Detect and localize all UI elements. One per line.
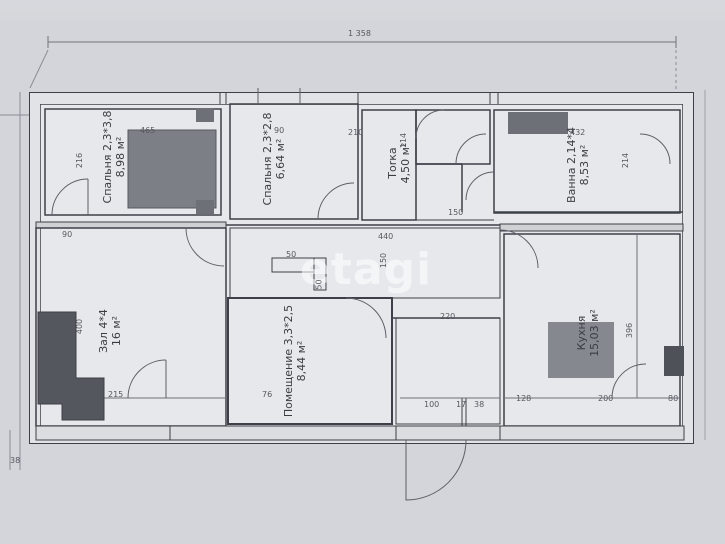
bedroom1-area: 8,98 м² <box>114 136 127 178</box>
dim-150-b: 150 <box>379 252 389 269</box>
dim-17: 17 <box>456 400 467 409</box>
bedroom1-name: Спальня 2,3*3,8 <box>101 110 114 204</box>
dim-400: 400 <box>75 318 85 335</box>
dim-128: 128 <box>516 394 532 403</box>
dim-114: 114 <box>399 132 409 149</box>
dim-80: 80 <box>668 394 679 403</box>
dim-214: 214 <box>621 152 631 169</box>
dim-215: 215 <box>108 390 124 399</box>
dim-150-a: 150 <box>448 208 464 217</box>
bedroom1-label: Спальня 2,3*3,8 8,98 м² <box>101 97 127 217</box>
dim-216: 216 <box>75 152 85 169</box>
dim-50-a: 50 <box>286 250 297 259</box>
dim-90-top: 90 <box>274 126 285 135</box>
hall-area: 16 м² <box>110 315 123 347</box>
dim-38: 38 <box>474 400 485 409</box>
dim-440: 440 <box>378 232 394 241</box>
dim-76: 76 <box>262 390 273 399</box>
bedroom2-name: Спальня 2,3*2,8 <box>261 112 274 206</box>
dim-50-b: 50 <box>314 279 324 290</box>
dim-465: 465 <box>140 126 156 135</box>
dim-220: 220 <box>440 312 456 321</box>
dim-200: 200 <box>598 394 614 403</box>
dim-90-hall: 90 <box>62 230 73 239</box>
room-name: Помещение 3,3*2,5 <box>282 304 295 418</box>
hall-name: Зал 4*4 <box>97 309 110 353</box>
hall-label: Зал 4*4 16 м² <box>97 291 123 371</box>
bedroom2-area: 6,64 м² <box>274 138 287 180</box>
etagi-watermark: etagi <box>300 244 433 295</box>
kitchen-label: Кухня 15,03 м² <box>575 293 601 373</box>
room-label: Помещение 3,3*2,5 8,44 м² <box>282 296 308 426</box>
overall-width-label: 1 358 <box>348 29 371 38</box>
kitchen-area: 15,03 м² <box>588 309 601 357</box>
room-area: 8,44 м² <box>295 340 308 382</box>
dim-210: 210 <box>348 128 364 137</box>
kitchen-name: Кухня <box>575 315 588 351</box>
bedroom2-label: Спальня 2,3*2,8 6,64 м² <box>261 99 287 219</box>
left-offset-label: 38 <box>10 456 21 465</box>
dim-100: 100 <box>424 400 440 409</box>
dim-432: 432 <box>570 128 586 137</box>
wc-name: Тоrка <box>386 147 399 179</box>
dim-396: 396 <box>625 322 635 339</box>
